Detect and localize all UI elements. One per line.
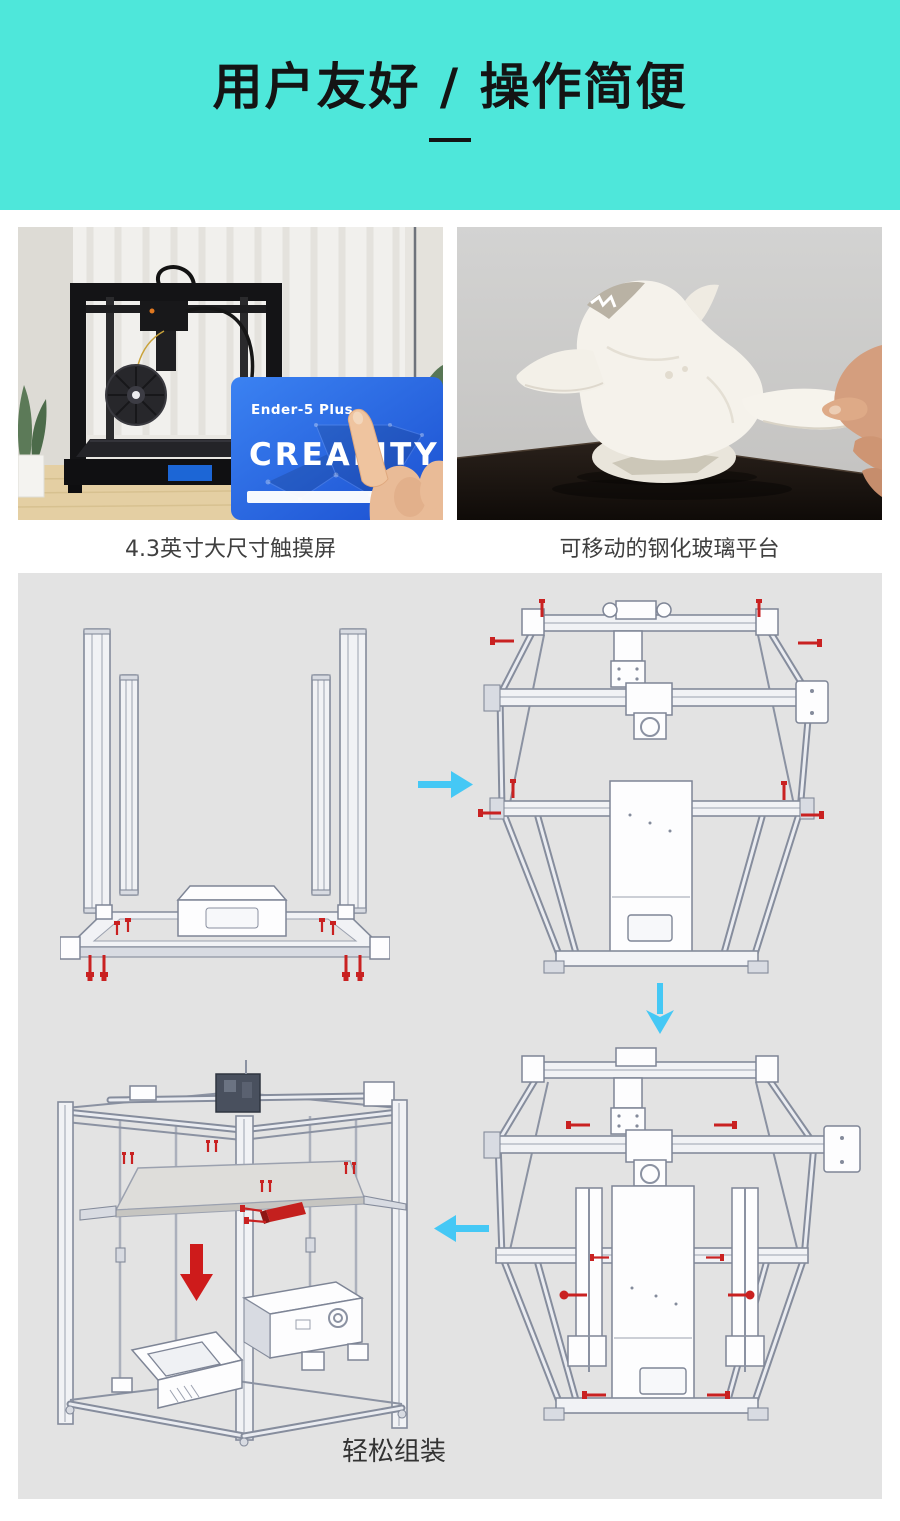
title-underline — [429, 138, 471, 142]
hand — [822, 345, 882, 497]
assembly-step1-diagram — [60, 628, 390, 981]
arrow-right-icon — [418, 771, 473, 798]
screws — [478, 599, 824, 819]
screws — [559, 1121, 755, 1399]
assembly-caption: 轻松组装 — [341, 1437, 446, 1467]
feature-photos-row: Ender-5 Plus CREALITY — [18, 227, 882, 520]
flex-tab — [742, 388, 865, 430]
page-title: 用户友好 / 操作简便 — [212, 58, 688, 116]
red-bracket — [240, 1202, 306, 1224]
card-model-label: Ender-5 Plus — [251, 402, 353, 418]
card-brand-logo: CREALITY — [249, 437, 440, 473]
touchscreen-console — [130, 1331, 244, 1409]
printer-room-photo: Ender-5 Plus CREALITY — [18, 227, 443, 520]
red-down-arrow — [180, 1244, 213, 1301]
hand-finger — [347, 408, 443, 520]
assembly-panel: 轻松组装 — [18, 573, 882, 1499]
caption-glass-platform: 可移动的钢化玻璃平台 — [559, 537, 780, 562]
hero-header: 用户友好 / 操作简便 — [0, 0, 900, 210]
touchscreen-feature-photo: Ender-5 Plus CREALITY — [18, 227, 443, 520]
arrow-left-icon — [434, 1215, 489, 1242]
printed-model-photo — [457, 227, 882, 520]
screws — [122, 1140, 356, 1192]
screws — [86, 918, 364, 981]
plant — [18, 385, 47, 498]
caption-touchscreen: 4.3英寸大尺寸触摸屏 — [125, 537, 336, 562]
filament-spool — [105, 364, 167, 426]
printed-dog-head-model — [516, 280, 764, 483]
glass-platform-feature-photo — [457, 227, 882, 520]
assembly-step4-diagram — [57, 1060, 408, 1447]
assembly-step2-diagram — [478, 599, 829, 974]
arrow-down-icon — [646, 983, 674, 1034]
assembly-step3-diagram — [483, 1047, 861, 1421]
